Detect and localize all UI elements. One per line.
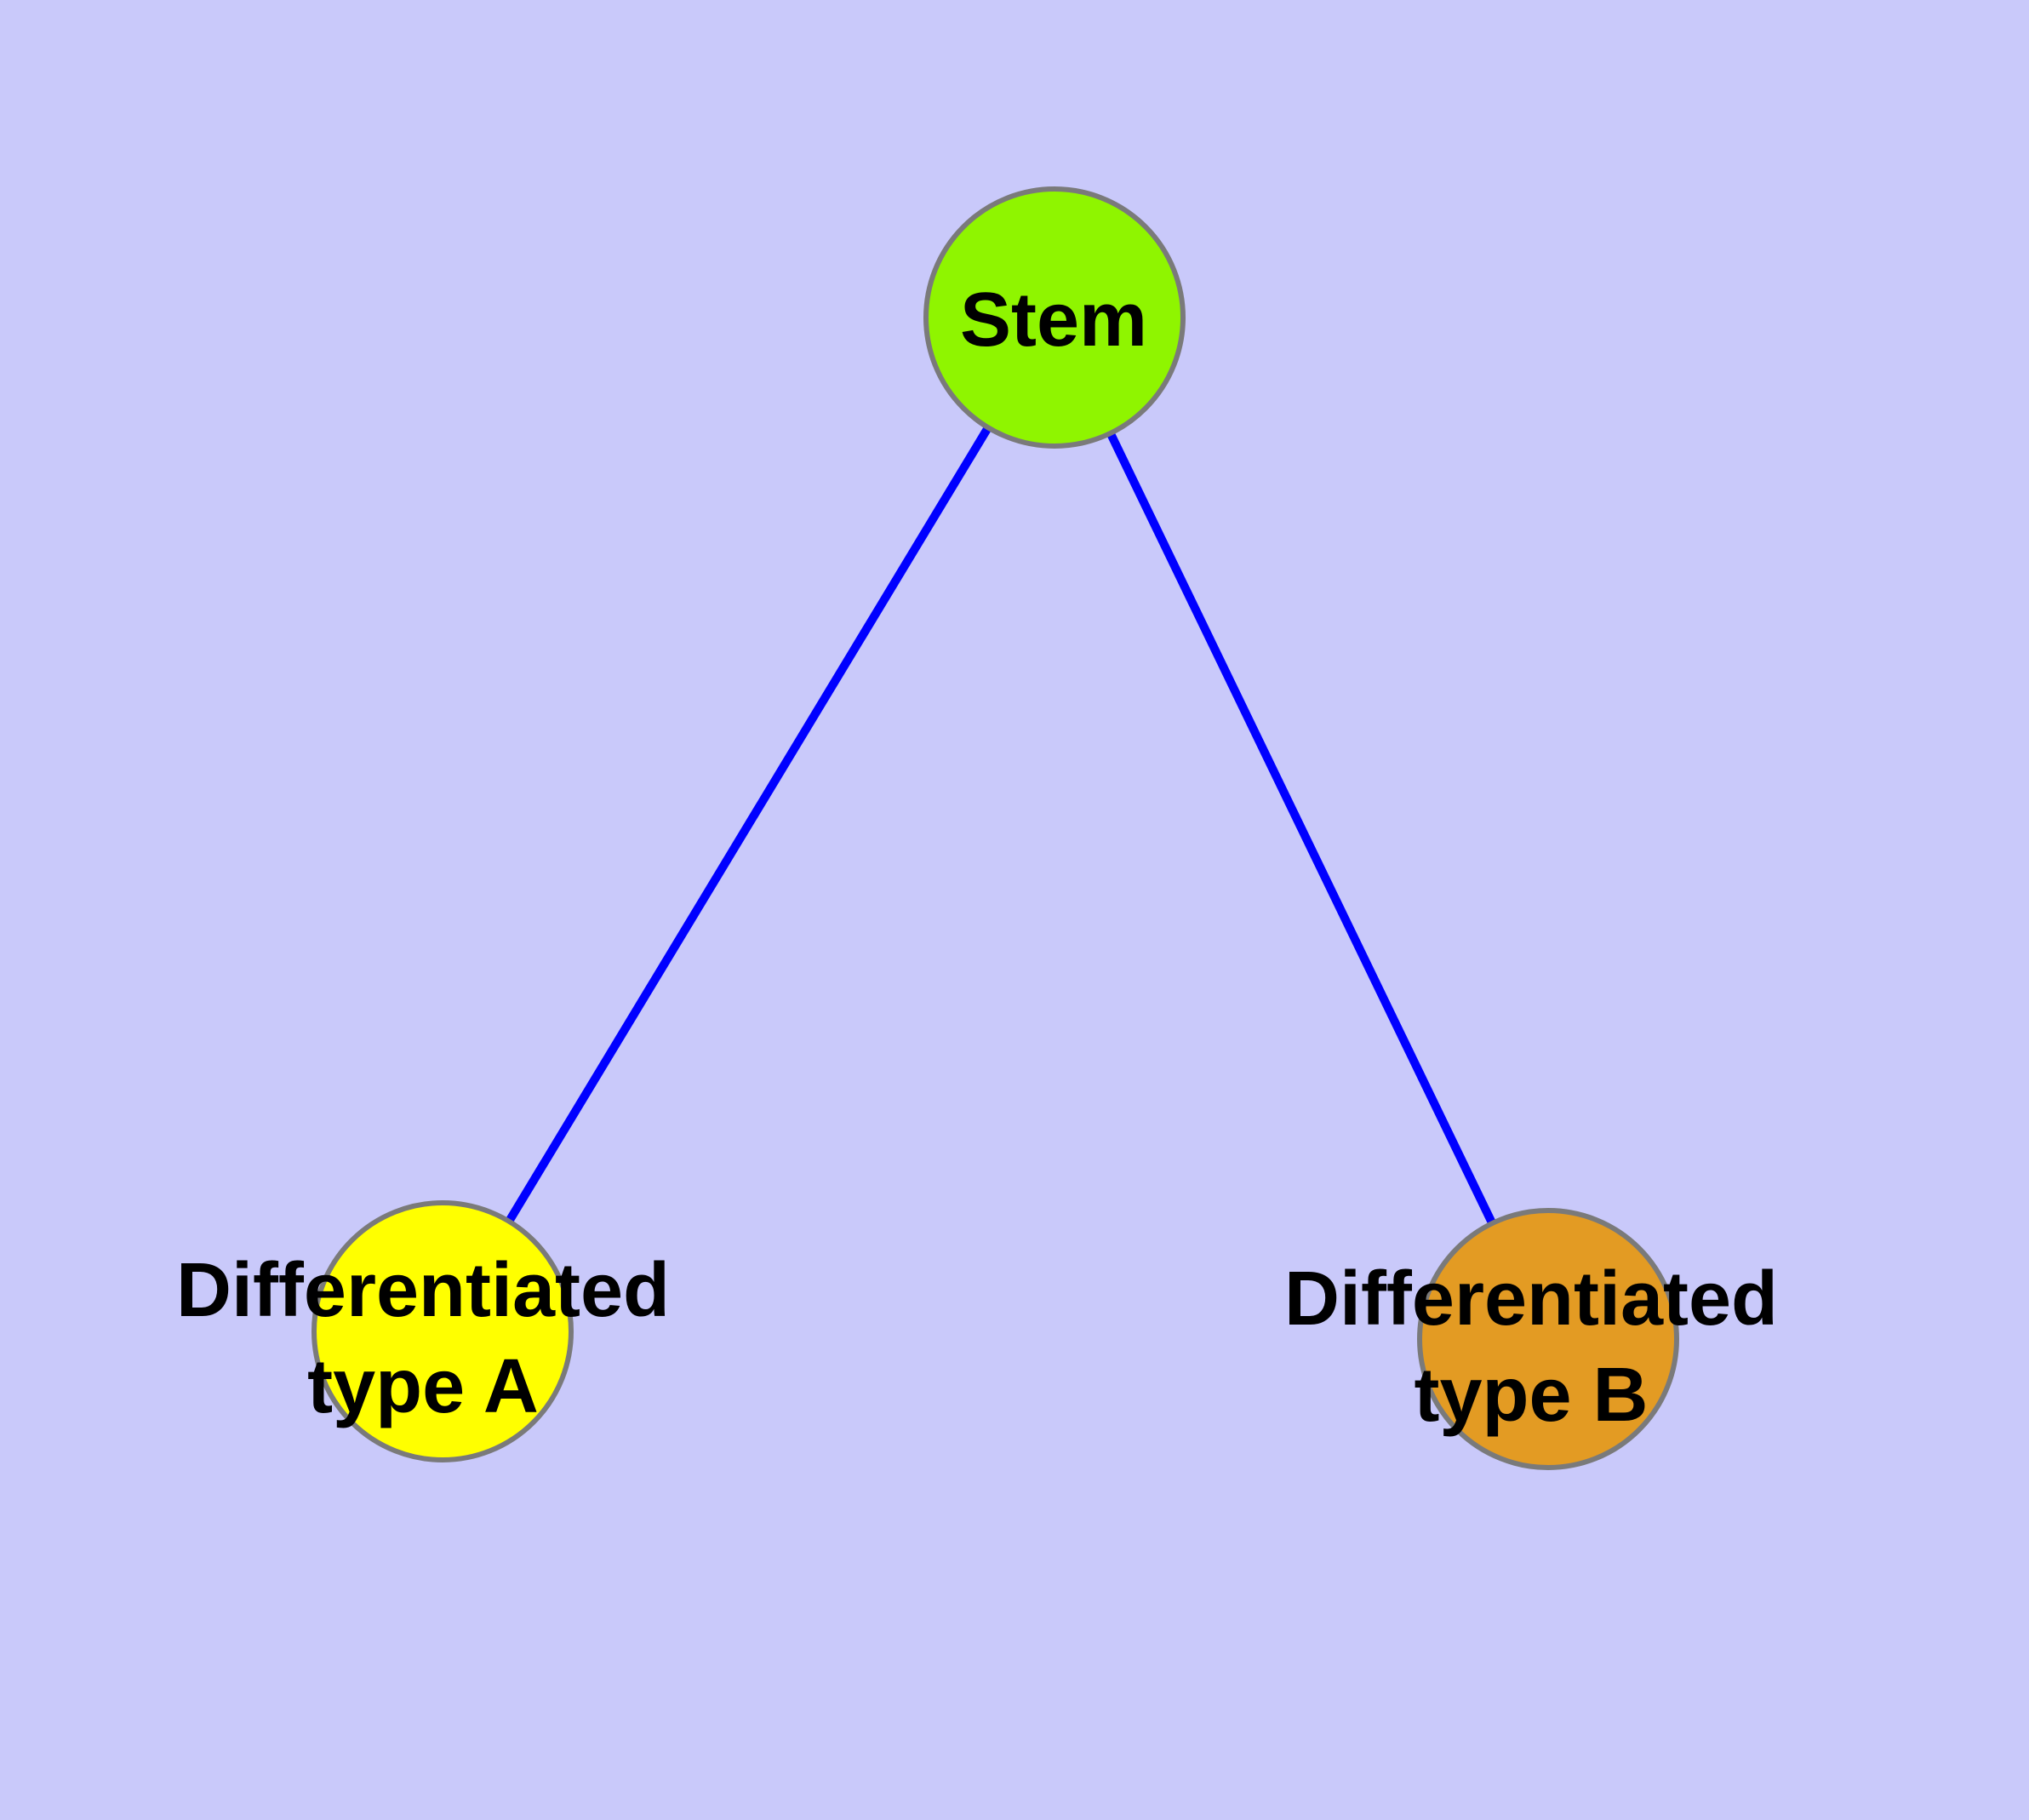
stem-node-circle <box>923 186 1186 449</box>
type-b-node-label-line2: type B <box>1414 1353 1648 1438</box>
type-a-node-label-line2: type A <box>307 1344 539 1429</box>
edge-stem-to-type-a <box>438 315 1059 1334</box>
type-a-node-circle <box>311 1200 574 1462</box>
edge-stem-to-type-b <box>1050 315 1552 1342</box>
type-a-node-label-line1: Differentiated <box>176 1248 670 1333</box>
type-b-node-circle <box>1417 1208 1679 1470</box>
type-b-node-label-line1: Differentiated <box>1284 1256 1778 1342</box>
stem-node-label: Stem <box>960 278 1147 363</box>
